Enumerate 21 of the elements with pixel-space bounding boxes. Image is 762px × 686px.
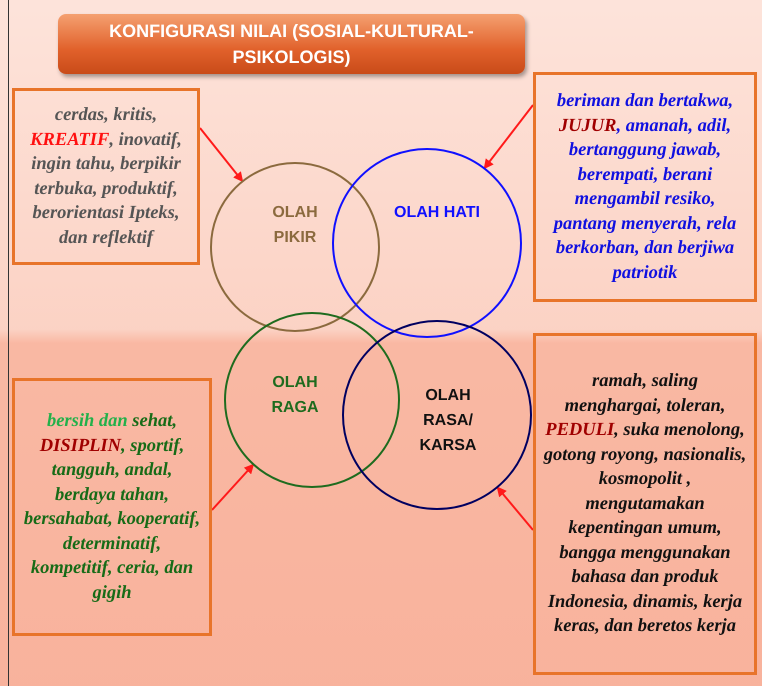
arrow: [199, 127, 244, 182]
circle-label: OLAH HATI: [393, 203, 481, 223]
venn-circle: [342, 320, 532, 510]
arrow: [484, 104, 534, 170]
circle-label: OLAH PIKIR: [271, 203, 319, 248]
venn-circle: [210, 162, 380, 332]
text-box: [12, 378, 212, 636]
circle-label: OLAH RAGA: [270, 373, 320, 418]
venn-circle: [332, 148, 522, 338]
value-list-text: beriman dan bertakwa, JUJUR, amanah, adil, bertanggung jawab, berempati, berani mengambil resiko, pantang menyerah, rela berkorban, dan berjiwa patriotik: [552, 90, 738, 284]
text-box: [533, 72, 757, 302]
text-box: [533, 333, 757, 675]
arrow: [211, 464, 254, 511]
venn-circle: [224, 312, 400, 488]
value-list-text: ramah, saling menghargai, toleran, PEDULI, suka menolong, gotong royong, nasionalis, kosmopolit , mengutamakan kepentingan umum, bangga menggunakan bahasa dan produk Indonesia, dinamis, kerja keras, dan beretos kerja: [542, 370, 748, 638]
circle-label: OLAH RASA/ KARSA: [418, 386, 478, 456]
title-banner: KONFIGURASI NILAI (SOSIAL-KULTURAL-PSIKOLOGIS): [58, 14, 525, 74]
arrow: [496, 486, 534, 531]
text-box: [12, 88, 200, 265]
value-list-text: bersih dan sehat, DISIPLIN, sportif, tangguh, andal, berdaya tahan, bersahabat, kooperatif, determinatif, kompetitif, ceria, dan gigih: [22, 410, 202, 604]
value-list-text: cerdas, kritis, KREATIF, inovatif, ingin tahu, berpikir terbuka, produktif, berorientasi Ipteks, dan reflektif: [29, 104, 183, 250]
